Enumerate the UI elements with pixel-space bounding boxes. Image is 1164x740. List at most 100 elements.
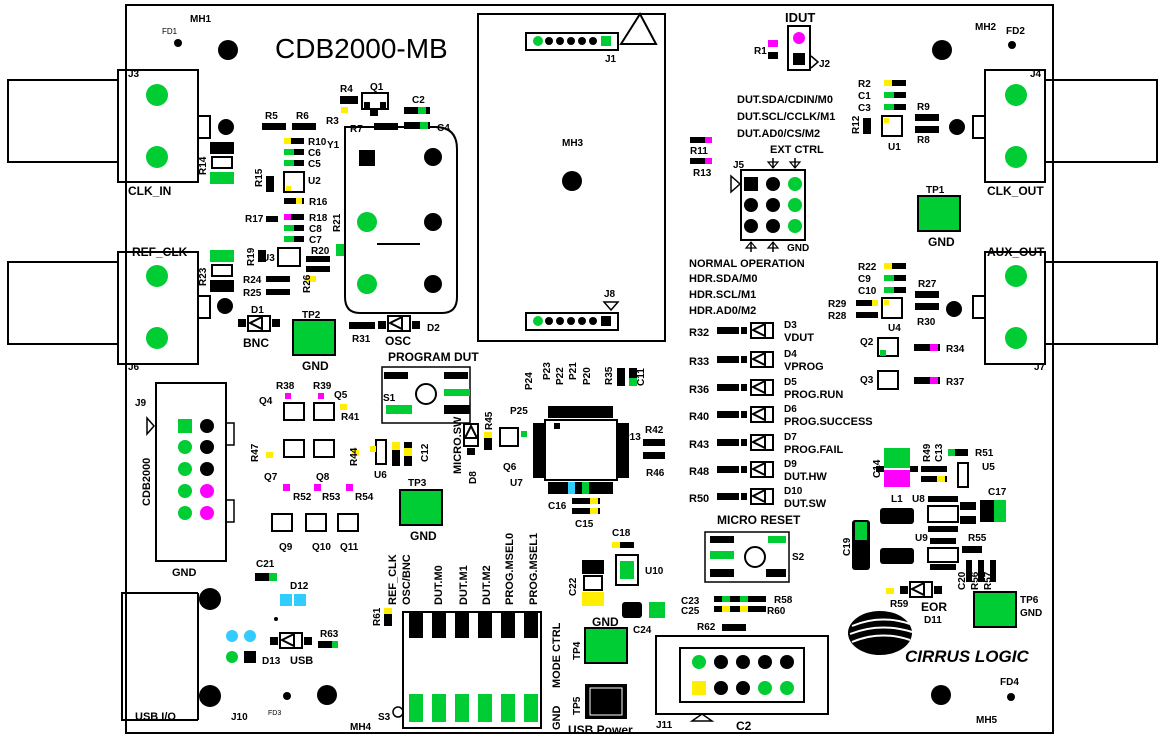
led-ref-label: D3 <box>784 320 797 331</box>
r19-label: R19 <box>246 247 257 266</box>
d1-label: D1 <box>251 305 264 316</box>
r2-c1-c3-column <box>884 80 906 110</box>
c17-label: C17 <box>988 487 1007 498</box>
c3-label: C3 <box>858 103 871 114</box>
r23-label: R23 <box>198 267 209 286</box>
r30-label: R30 <box>917 317 936 328</box>
led-res-label: R36 <box>689 384 709 396</box>
r58-label: R58 <box>774 595 793 606</box>
usb-label: USB <box>290 655 313 667</box>
fd2-label: FD2 <box>1006 26 1025 37</box>
p20-label: P20 <box>582 367 593 385</box>
led-row: R48 D9 DUT.HW <box>689 459 827 483</box>
tp4-gnd: GND <box>592 615 619 629</box>
u5-chip <box>957 462 969 488</box>
u1-label: U1 <box>888 142 901 153</box>
u3-label: U3 <box>262 253 275 264</box>
mh5-label: MH5 <box>976 715 998 726</box>
y1-label: Y1 <box>327 140 340 151</box>
c25-label: C25 <box>681 606 700 617</box>
mh4-label: MH4 <box>350 722 372 733</box>
j5-header <box>730 158 806 252</box>
led-res-label: R33 <box>689 356 709 368</box>
tp5-pad <box>585 684 627 719</box>
j11-c2-label: C2 <box>736 719 752 733</box>
r47-label: R47 <box>250 443 261 462</box>
p22-label: P22 <box>555 367 566 385</box>
normal-operation-label: NORMAL OPERATION <box>689 258 805 270</box>
led-name-label: DUT.SW <box>784 498 827 510</box>
q3-part <box>877 370 899 390</box>
u4-chip <box>881 297 903 319</box>
clk-out-label: CLK_OUT <box>987 184 1044 198</box>
cdb2000-label: CDB2000 <box>141 458 153 506</box>
bnc-label: BNC <box>243 336 269 350</box>
tp2-gnd: GND <box>302 359 329 373</box>
u10-chip <box>615 554 639 586</box>
led-name-label: VDUT <box>784 332 814 344</box>
r34-label: R34 <box>946 344 965 355</box>
s3-gnd-label: GND <box>551 706 563 731</box>
r14-part <box>210 142 234 184</box>
tp1-gnd: GND <box>928 235 955 249</box>
c6-label: C6 <box>308 148 321 159</box>
c4-label: C4 <box>437 123 450 134</box>
c15-label: C15 <box>575 519 594 530</box>
q1-part <box>361 92 389 110</box>
r46-label: R46 <box>646 468 665 479</box>
r22-label: R22 <box>858 262 877 273</box>
r9-label: R9 <box>917 102 930 113</box>
j6-label: J6 <box>128 362 140 373</box>
led-row: R40 D6 PROG.SUCCESS <box>689 404 873 428</box>
c14-label: C14 <box>872 459 883 478</box>
r10-c6-c5-column <box>284 138 304 166</box>
c13-label: C13 <box>934 443 945 462</box>
tp4-pad <box>584 627 628 664</box>
j4-label: J4 <box>1030 69 1042 80</box>
q1-label: Q1 <box>370 82 384 93</box>
r14-label: R14 <box>198 156 209 175</box>
logo-text: CIRRUS LOGIC <box>905 647 1029 666</box>
c9-label: C9 <box>858 274 871 285</box>
usb-power-label: USB Power <box>568 723 633 737</box>
r51-label: R51 <box>975 448 994 459</box>
tp6-label: TP6 <box>1020 595 1039 606</box>
u9-chip <box>927 538 982 570</box>
j11-label: J11 <box>656 720 673 731</box>
c2-part <box>404 107 430 114</box>
q2-label: Q2 <box>860 337 874 348</box>
r23-part <box>210 250 234 292</box>
u3-chip <box>277 247 301 267</box>
j5-gnd: GND <box>787 243 809 254</box>
j1-label: J1 <box>605 54 617 65</box>
r4-label: R4 <box>340 84 353 95</box>
u8-chip <box>927 496 976 532</box>
c14-part <box>876 448 918 487</box>
osc-label: OSC <box>385 334 411 348</box>
p23-label: P23 <box>542 362 553 380</box>
p13-label: P13 <box>623 432 641 443</box>
r3-label: R3 <box>326 116 339 127</box>
j2-header <box>787 25 820 71</box>
q6-part <box>499 427 519 447</box>
r49-label: R49 <box>922 443 933 462</box>
mh3-label: MH3 <box>562 138 584 149</box>
tp3-label: TP3 <box>408 478 427 489</box>
r52-label: R52 <box>293 492 312 503</box>
hdr-sda-label: HDR.SDA/M0 <box>689 273 757 285</box>
j11-header <box>655 635 829 722</box>
r4-part <box>340 96 358 104</box>
r24-label: R24 <box>243 275 262 286</box>
ext-ctrl-label: EXT CTRL <box>770 144 824 156</box>
s1-label: S1 <box>383 393 396 404</box>
r12-label: R12 <box>851 115 862 134</box>
s1-switch <box>381 366 471 424</box>
u7-label: U7 <box>510 478 523 489</box>
s3-top-label: DUT.M1 <box>458 565 470 605</box>
tp3-gnd: GND <box>410 529 437 543</box>
led-list: R32 D3 VDUT R33 D4 VPROG R36 D5 PROG.RUN… <box>689 320 873 510</box>
r2-label: R2 <box>858 79 871 90</box>
usb-io-label: USB I/O <box>135 711 176 723</box>
dut-ad0-label: DUT.AD0/CS/M2 <box>737 128 820 140</box>
d12-label: D12 <box>290 581 309 592</box>
